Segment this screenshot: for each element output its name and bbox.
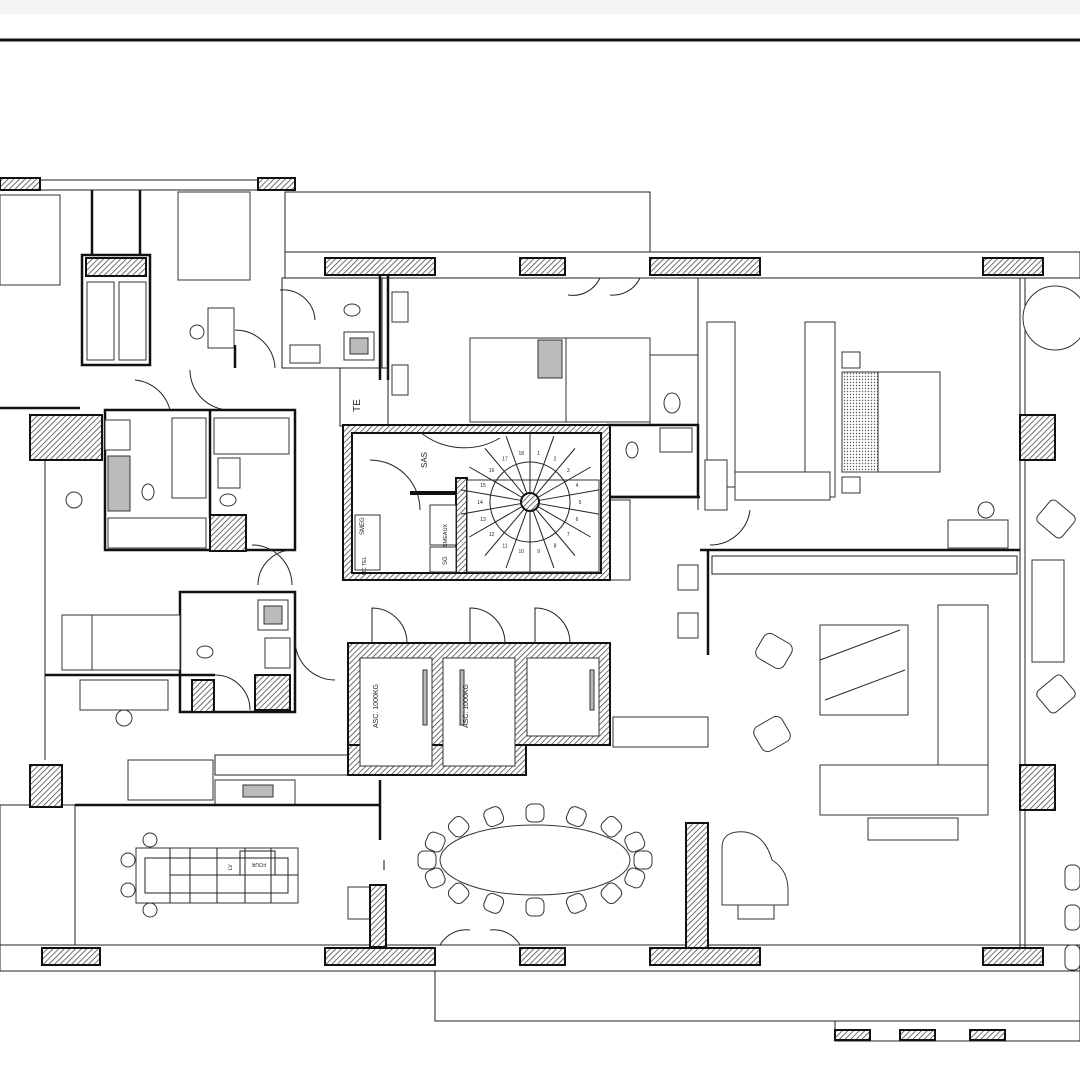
- stair-number: 7: [567, 532, 570, 538]
- label-mc-tel: MC TEL: [362, 557, 368, 575]
- label-smeaux: SMEAUX: [443, 523, 449, 547]
- stair-number: 17: [502, 457, 508, 463]
- stair-number: 16: [489, 468, 495, 474]
- stair-number: 11: [502, 543, 507, 549]
- stair-tread: [538, 489, 600, 501]
- stair-number: 14: [477, 500, 483, 506]
- wall-column: [649, 947, 761, 966]
- stair-tread: [537, 506, 591, 538]
- structural-walls: [0, 177, 1044, 1041]
- stair-number: 8: [554, 543, 557, 549]
- stair-tread: [484, 448, 525, 496]
- wall-column: [519, 947, 566, 966]
- wall-column: [0, 177, 41, 191]
- dining-chair: [525, 897, 545, 917]
- wall-column: [257, 177, 296, 191]
- stair-tread: [460, 503, 522, 515]
- dining-chair: [600, 816, 623, 838]
- dining-chair: [424, 867, 446, 889]
- stair-number: 5: [579, 500, 582, 506]
- wall-column: [834, 1029, 871, 1041]
- wall-column: [41, 947, 101, 966]
- wall-column: [899, 1029, 936, 1041]
- wall-column: [982, 257, 1044, 276]
- dining-chair: [417, 850, 437, 870]
- stair-tread: [469, 466, 523, 498]
- stair-tread: [538, 503, 600, 515]
- label-te: TE: [352, 399, 363, 412]
- stair-number: 15: [480, 483, 486, 489]
- label-elevator-2: ASC. 1000KG: [463, 684, 470, 728]
- living-armchairs: [753, 499, 1076, 753]
- stair-tread: [535, 508, 576, 556]
- label-smeg: SMEG: [360, 517, 366, 535]
- dining-table: [417, 803, 653, 917]
- dining-chair: [565, 893, 587, 914]
- stair-tread: [532, 510, 555, 568]
- dining-chair: [565, 806, 587, 827]
- stair-number: 10: [519, 549, 525, 555]
- wall-column: [969, 1029, 1006, 1041]
- stair-tread: [505, 436, 528, 494]
- stair-number: 2: [554, 457, 557, 463]
- dining-chair: [424, 831, 446, 853]
- dining-chair: [483, 806, 505, 827]
- stair-tread: [532, 436, 555, 494]
- dining-chair: [624, 831, 646, 853]
- top-margin-band: [0, 0, 1080, 14]
- wall-column: [324, 947, 436, 966]
- dining-chair: [483, 893, 505, 914]
- dining-chair: [447, 882, 470, 904]
- label-four: FOUR: [251, 861, 266, 867]
- stair-number: 12: [489, 532, 495, 538]
- stair-number: 13: [480, 517, 486, 523]
- stair-number: 9: [537, 549, 540, 555]
- dining-chair: [633, 850, 653, 870]
- stair-number: 4: [576, 483, 579, 489]
- stair-tread: [535, 448, 576, 496]
- stair-tread: [484, 508, 525, 556]
- wall-column: [324, 257, 436, 276]
- label-lv: LV: [228, 864, 234, 870]
- dining-chair: [525, 803, 545, 823]
- stair-number: 1: [537, 451, 540, 457]
- label-elevator-1: ASC. 1000KG: [373, 684, 380, 728]
- stair-number: 6: [576, 517, 579, 523]
- stair-tread: [469, 506, 523, 538]
- lv-worktable: [120, 832, 299, 918]
- label-sg: SG: [443, 556, 449, 565]
- wall-column: [519, 257, 566, 276]
- stair-tread: [537, 466, 591, 498]
- stair-elevator-core: [342, 424, 611, 776]
- wall-column: [649, 257, 761, 276]
- stair-number: 18: [519, 451, 525, 457]
- label-sas: SAS: [420, 452, 429, 468]
- dining-chair: [447, 816, 470, 838]
- stair-tread: [505, 510, 528, 568]
- stair-tread: [460, 489, 522, 501]
- room-partitions: [0, 190, 1080, 971]
- stair-number: 3: [567, 468, 570, 474]
- dining-chair: [600, 882, 623, 904]
- wall-column: [85, 257, 147, 277]
- wall-column: [982, 947, 1044, 966]
- dining-chair: [624, 867, 646, 889]
